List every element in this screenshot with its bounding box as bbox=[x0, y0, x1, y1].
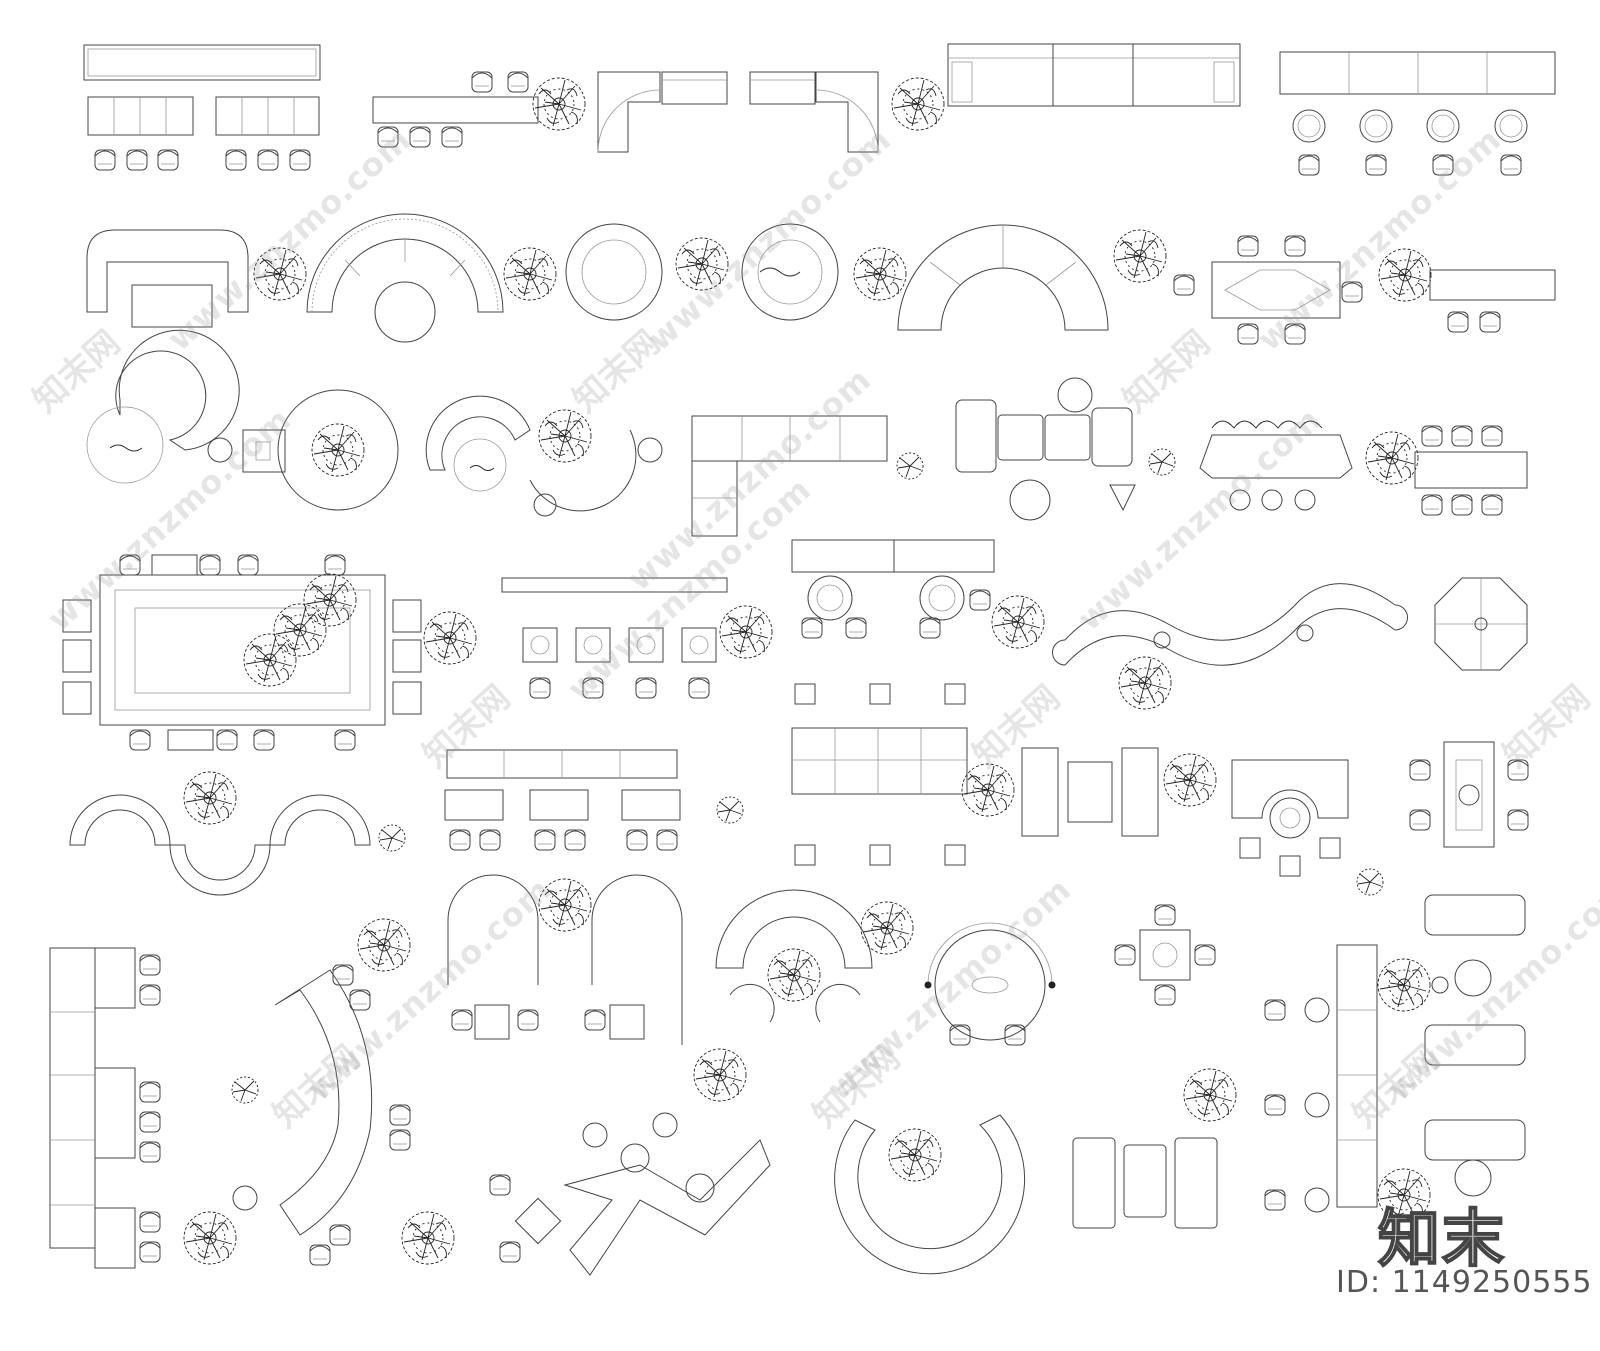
s-curve-lounge bbox=[425, 395, 663, 517]
asset-id-label: ID: 1149250555 bbox=[1336, 1265, 1593, 1300]
modular-sofa-set bbox=[955, 377, 1176, 521]
horseshoe-sofa bbox=[834, 1114, 1026, 1275]
scattered-chairs-and-angled-sofa bbox=[489, 1048, 771, 1276]
semicircle-sofa-2 bbox=[715, 889, 914, 1023]
curved-bar-stools bbox=[183, 918, 455, 1266]
sofa-with-round-tables bbox=[791, 539, 1045, 705]
l-shaped-sofa bbox=[691, 415, 924, 537]
long-sofa-top bbox=[947, 43, 1241, 107]
large-lounge-rectangle bbox=[62, 554, 477, 751]
sectional-sofa-row bbox=[791, 727, 1015, 866]
bar-counter-group bbox=[372, 71, 586, 148]
sofa-pair-bottom bbox=[1072, 1137, 1218, 1229]
dining-table-six bbox=[1409, 741, 1529, 848]
bar-with-stools bbox=[501, 577, 773, 699]
sofa-and-coffee-table bbox=[1021, 747, 1217, 837]
arc-sofa-with-round-table bbox=[1231, 759, 1384, 896]
semicircle-sofa-1 bbox=[306, 213, 557, 343]
bench-group-1 bbox=[83, 44, 321, 171]
wave-sofa-with-plant bbox=[69, 771, 406, 896]
dining-table-oval bbox=[1173, 235, 1556, 345]
arc-sofa-large bbox=[897, 224, 1167, 331]
octagon-table bbox=[1434, 577, 1528, 671]
lounge-chairs-right-column bbox=[1183, 894, 1526, 1222]
arch-booths bbox=[447, 874, 683, 1045]
dining-set-top-right bbox=[1279, 51, 1556, 176]
booth-stack-left bbox=[49, 947, 161, 1269]
u-sofa-with-table bbox=[86, 229, 307, 328]
serpentine-sofa bbox=[1052, 583, 1408, 710]
round-table-with-lamps bbox=[924, 922, 1056, 1046]
curved-sofa-pair bbox=[597, 71, 945, 153]
bar-counter-with-tables bbox=[444, 749, 744, 851]
brand-logo: 知末 bbox=[1377, 1201, 1507, 1276]
round-banquette-pair bbox=[565, 223, 907, 321]
planter-sofa-with-dining bbox=[1199, 420, 1528, 516]
curved-lounge-with-plant bbox=[86, 329, 399, 511]
square-table-four-chairs bbox=[1114, 904, 1216, 1006]
